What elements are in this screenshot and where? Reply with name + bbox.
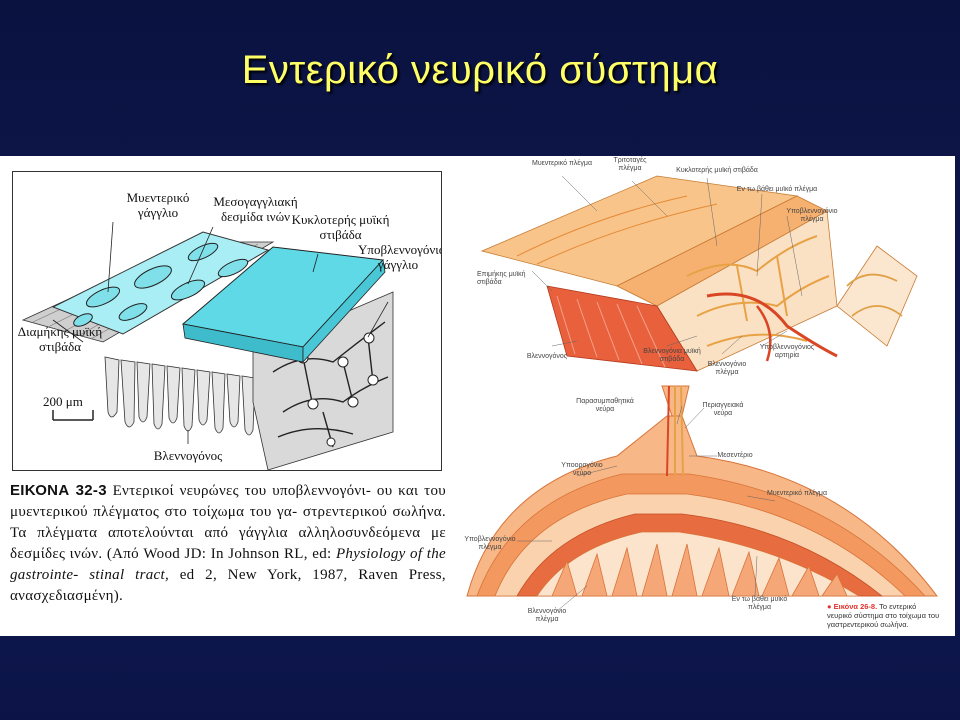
rcaption-text-3: γαστρεντερικού σωλήνα. bbox=[827, 620, 909, 629]
rcaption-figure-number: Εικόνα 26-8. bbox=[834, 602, 878, 611]
label-scale: 200 μm bbox=[43, 394, 103, 409]
rlabel-sympathetic: Περιαγγειακά νεύρα bbox=[693, 402, 753, 418]
label-circular-muscle: Κυκλοτερής μυϊκή στιβάδα bbox=[288, 212, 393, 242]
rcaption-bullet: ● bbox=[827, 602, 832, 611]
left-diagram-frame: Μυεντερικό γάγγλιο Μεσογαγγλιακή δεσμίδα… bbox=[12, 171, 442, 471]
rlabel-tertiary-plexus: Τριτοταγές πλέγμα bbox=[605, 157, 655, 173]
caption-line-1: Εντερικοί νευρώνες του υποβλεννογόνι- bbox=[113, 483, 372, 499]
rlabel-muscularis-mucosae: Βλεννογόνια μυϊκή στιβάδα bbox=[642, 348, 702, 364]
label-submucosal-ganglion: Υποβλεννογόνιο γάγγλιο bbox=[358, 242, 438, 272]
rcaption-text-1: Το εντερικό bbox=[877, 602, 916, 611]
caption-line-6a: stinal tract, bbox=[89, 567, 169, 583]
rlabel-mucosal-bottom: Βλεννογόνιο πλέγμα bbox=[517, 608, 577, 624]
rlabel-myenteric-bottom: Μυεντερικό πλέγμα bbox=[767, 490, 827, 498]
label-myenteric-ganglion: Μυεντερικό γάγγλιο bbox=[113, 190, 203, 220]
rlabel-parasympathetic: Παρασυμπαθητικά νεύρα bbox=[575, 398, 635, 414]
caption-line-6b: ed 2, New York, 1987, Raven Press, bbox=[169, 567, 446, 583]
rlabel-longitudinal-layer: Επιμήκης μυϊκή στιβάδα bbox=[477, 271, 532, 287]
rlabel-deep-muscular-bottom: Εν τω βάθει μυϊκό πλέγμα bbox=[727, 596, 792, 612]
rlabel-mucosa: Βλεννογόνος bbox=[522, 353, 572, 361]
caption-line-5a: Wood JD: In Johnson RL, ed: bbox=[143, 546, 336, 562]
right-figure-caption: ● Εικόνα 26-8. Το εντερικό νευρικό σύστη… bbox=[827, 602, 952, 629]
rlabel-submucosal-bottom: Υποβλεννογόνιο πλέγμα bbox=[459, 536, 521, 552]
label-mucosa: Βλεννογόνος bbox=[133, 448, 243, 463]
rlabel-myenteric-plexus: Μυεντερικό πλέγμα bbox=[527, 160, 597, 168]
caption-line-7: ανασχεδιασμένη). bbox=[10, 588, 123, 604]
slide-title: Εντερικό νευρικό σύστημα bbox=[0, 48, 960, 93]
rlabel-deep-muscular-plexus: Εν τω βάθει μυϊκό πλέγμα bbox=[727, 186, 827, 194]
rlabel-submucosal-plexus: Υποβλεννογόνιο πλέγμα bbox=[782, 208, 842, 224]
label-longitudinal-muscle: Διαμήκης μυϊκή στιβάδα bbox=[15, 324, 105, 354]
left-figure-caption: ΕΙΚΟΝΑ 32-3 Εντερικοί νευρώνες του υποβλ… bbox=[10, 480, 446, 607]
rlabel-mucosal-plexus: Βλεννογόνιο πλέγμα bbox=[697, 361, 757, 377]
right-figure-panel: Μυεντερικό πλέγμα Τριτοταγές πλέγμα Κυκλ… bbox=[457, 156, 955, 636]
rlabel-circular-plexus: Κυκλοτερής μυϊκή στιβάδα bbox=[667, 167, 767, 175]
rlabel-submucosal-artery: Υποβλεννογόνιος αρτηρία bbox=[757, 344, 817, 360]
caption-figure-number: ΕΙΚΟΝΑ 32-3 bbox=[10, 482, 107, 499]
gut-wall-drawing bbox=[457, 156, 955, 636]
rlabel-mesentery: Μεσεντέριο bbox=[705, 452, 765, 460]
left-figure-panel: Μυεντερικό γάγγλιο Μεσογαγγλιακή δεσμίδα… bbox=[0, 156, 457, 636]
rlabel-subserosal: Υποορογόνιο νεύρο bbox=[552, 462, 612, 478]
rcaption-text-2: νευρικό σύστημα στο τοίχωμα του bbox=[827, 611, 939, 620]
